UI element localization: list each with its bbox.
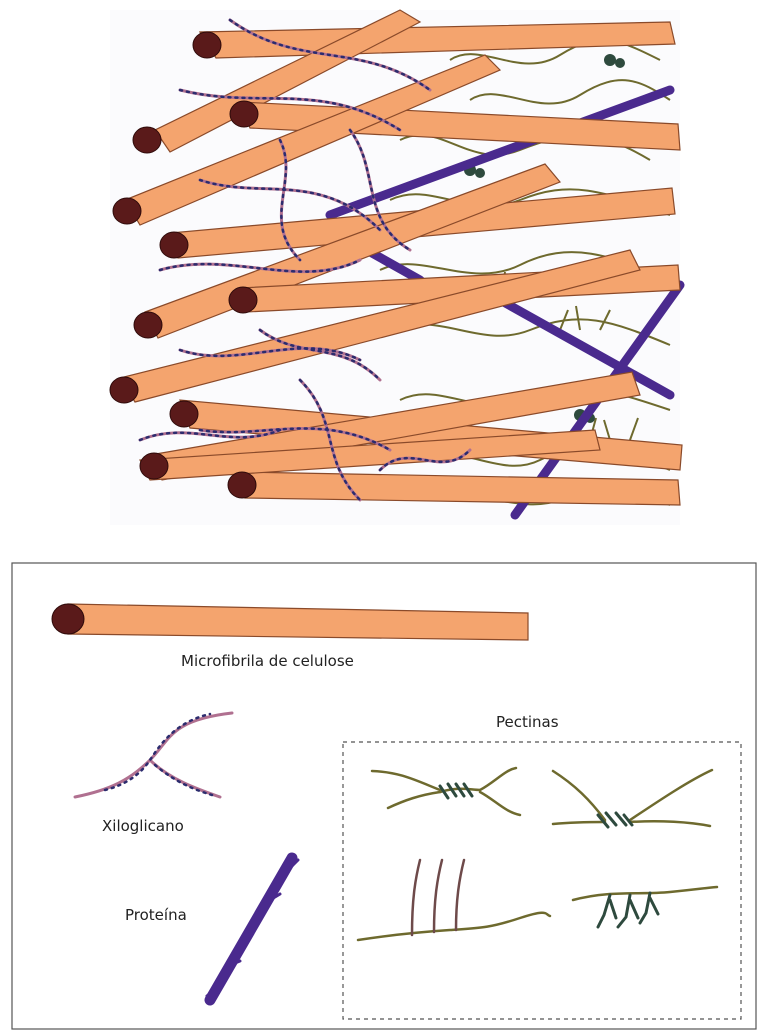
protein-label: Proteína — [125, 906, 187, 924]
legend-panel: Microfibrila de celulose Xiloglicano Pro… — [12, 563, 756, 1029]
microfibril-label: Microfibrila de celulose — [181, 652, 354, 670]
cell-wall-illustration — [110, 10, 682, 525]
pectins-label: Pectinas — [496, 713, 559, 731]
xyloglucan-label: Xiloglicano — [102, 817, 184, 835]
